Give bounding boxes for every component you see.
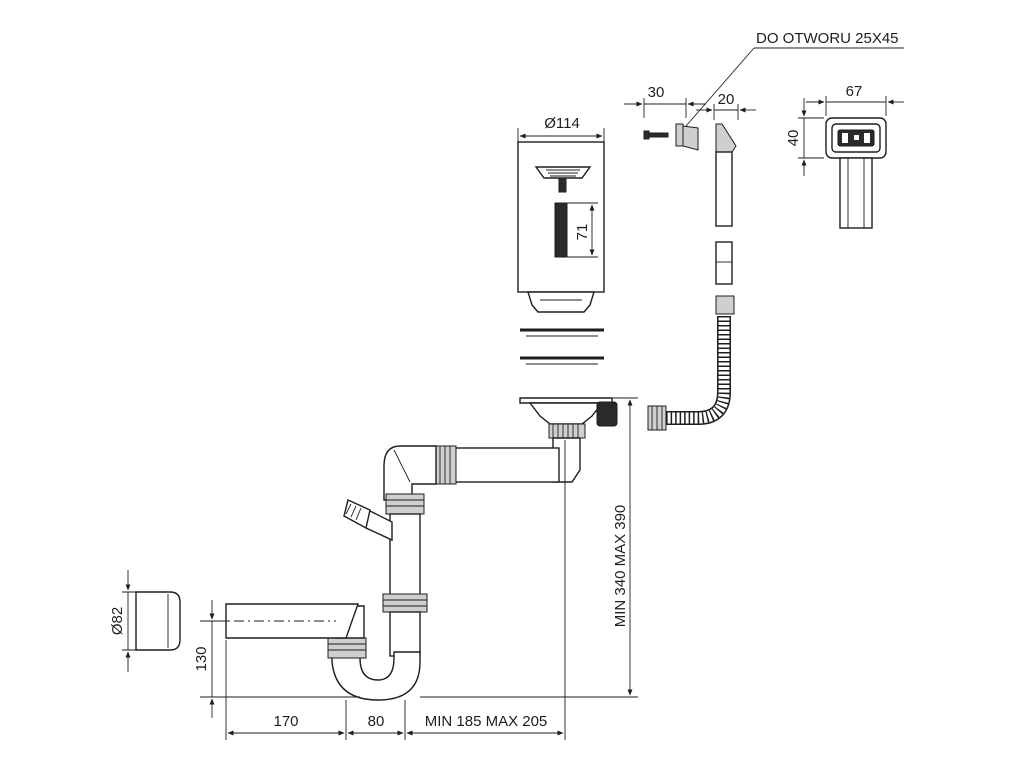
dimension-width-30: 30 bbox=[624, 84, 706, 118]
trap-assembly bbox=[214, 437, 581, 701]
diameter-82-label: Ø82 bbox=[109, 607, 126, 635]
dimension-bottom-row: 170 80 MIN 185 MAX 205 bbox=[225, 440, 566, 740]
range-vertical-label: MIN 340 MAX 390 bbox=[612, 505, 629, 628]
overflow-clip bbox=[675, 123, 699, 151]
hole-note-leader: DO OTWORU 25X45 bbox=[685, 30, 904, 127]
dimension-vertical-range: MIN 340 MAX 390 bbox=[420, 397, 638, 698]
height-130-label: 130 bbox=[193, 646, 210, 671]
sealing-gaskets bbox=[520, 328, 604, 365]
strainer-basket bbox=[517, 141, 605, 313]
dimension-diameter-82: Ø82 bbox=[109, 570, 142, 672]
length-80-label: 80 bbox=[368, 713, 385, 730]
end-cap-82 bbox=[135, 591, 181, 651]
hole-note-label: DO OTWORU 25X45 bbox=[756, 30, 899, 47]
dimension-height-71: 71 bbox=[567, 202, 598, 258]
overflow-insert bbox=[715, 123, 737, 315]
diameter-114-label: Ø114 bbox=[544, 115, 580, 132]
width-20-label: 20 bbox=[718, 91, 735, 108]
dimension-height-40: 40 bbox=[785, 98, 824, 176]
dimension-width-67: 67 bbox=[806, 83, 904, 116]
drain-body bbox=[519, 397, 618, 439]
overflow-hose bbox=[647, 316, 731, 431]
width-67-label: 67 bbox=[846, 83, 863, 100]
height-71-label: 71 bbox=[574, 224, 591, 241]
width-30-label: 30 bbox=[648, 84, 665, 101]
range-horizontal-label: MIN 185 MAX 205 bbox=[425, 713, 548, 730]
overflow-screw bbox=[643, 130, 669, 140]
height-40-label: 40 bbox=[785, 130, 802, 147]
length-170-label: 170 bbox=[273, 713, 298, 730]
dimension-width-20: 20 bbox=[696, 91, 756, 120]
overflow-head bbox=[825, 117, 887, 229]
dimension-height-130: 130 bbox=[193, 600, 360, 718]
dimension-diameter-114: Ø114 bbox=[517, 115, 605, 142]
